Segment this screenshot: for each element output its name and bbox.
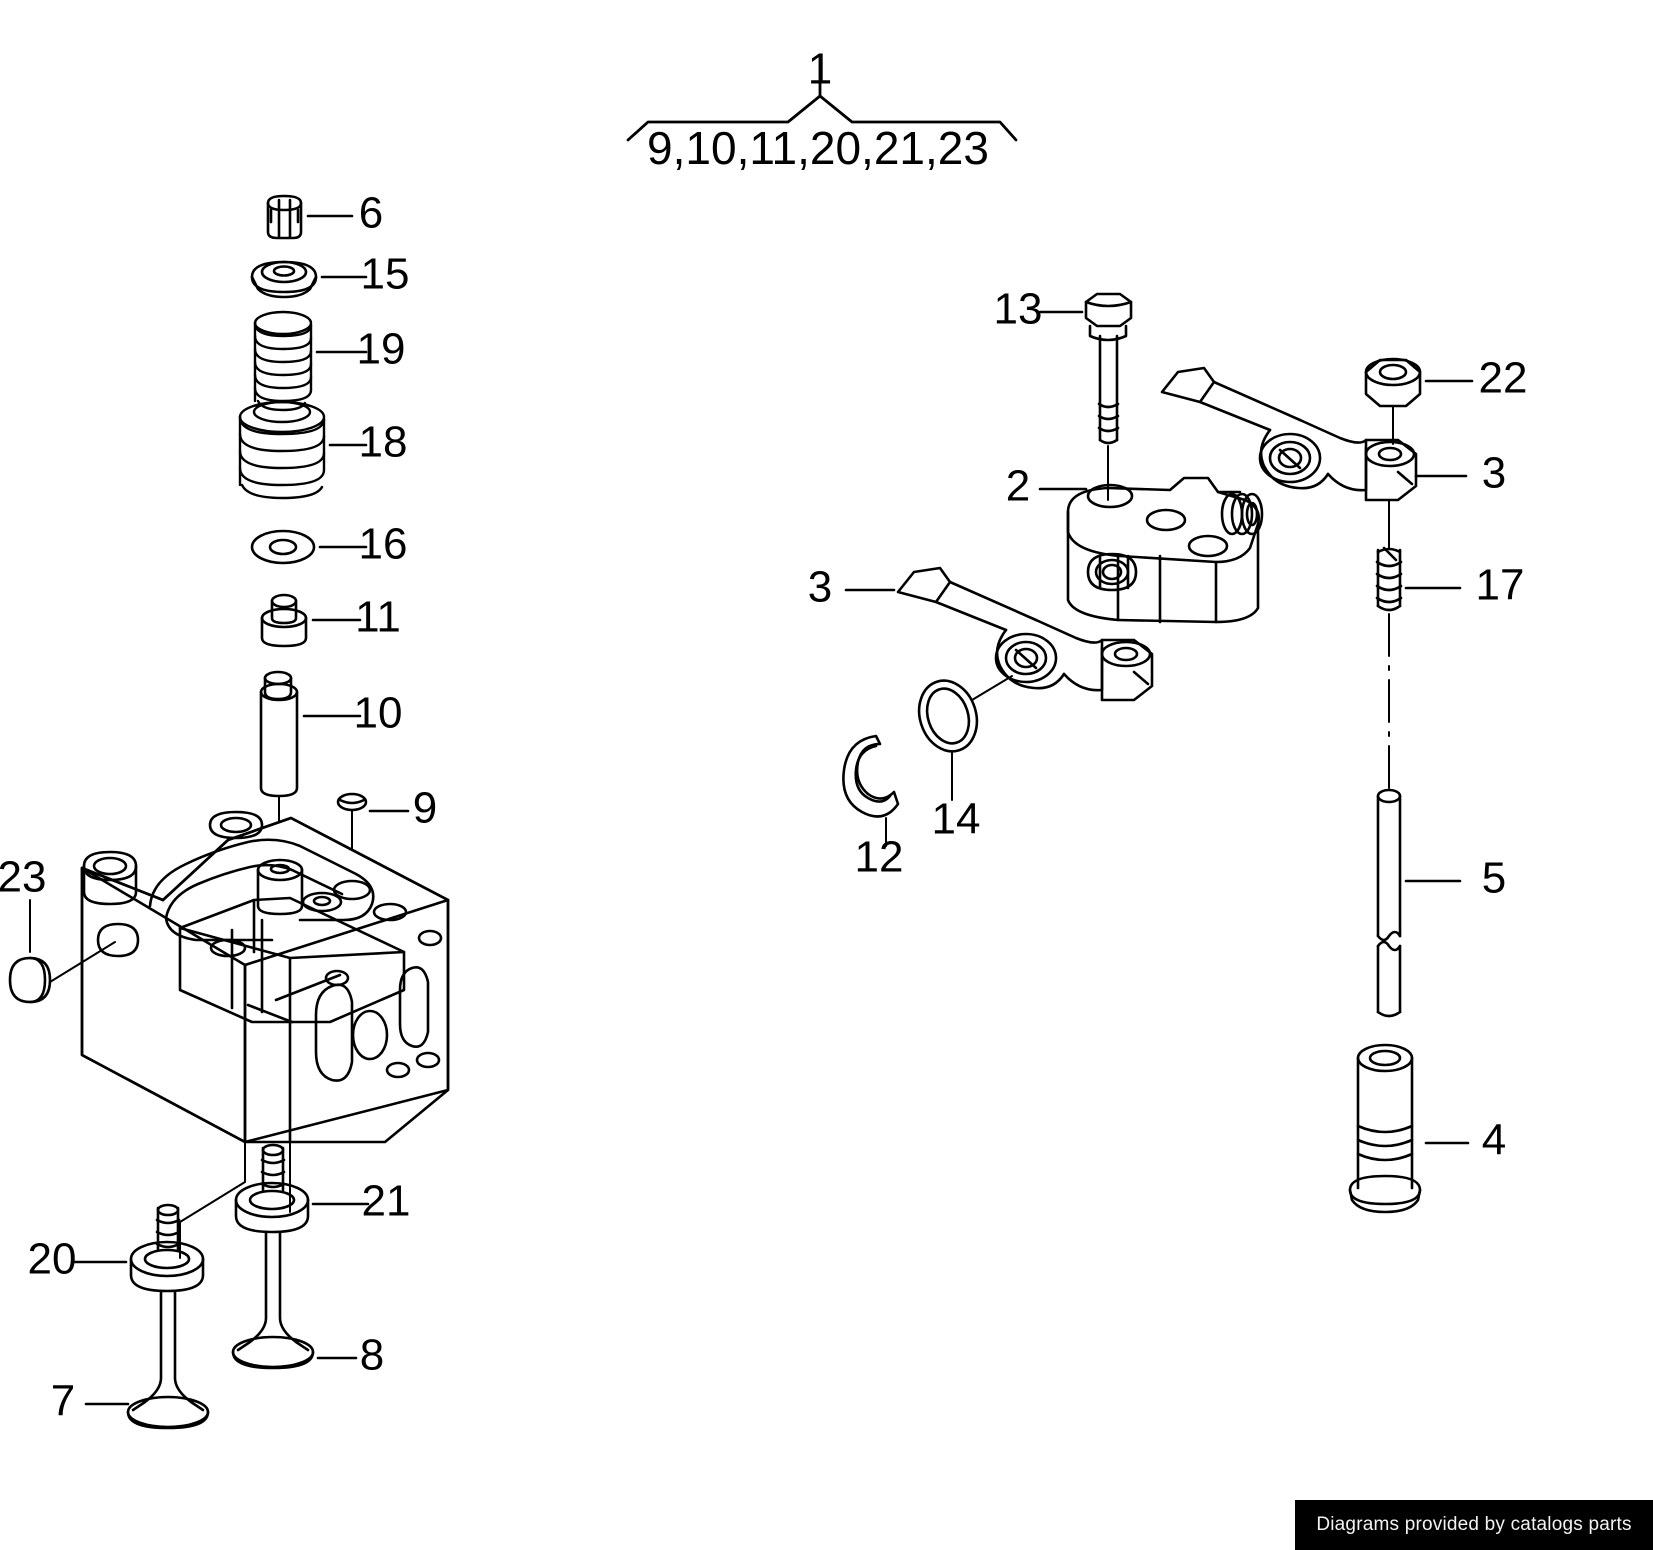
part-spring-seat-washer [250,529,316,565]
callout-2: 2 [1006,462,1030,511]
callout-23: 23 [0,853,46,902]
callout-12: 12 [855,833,904,882]
leader-14-arm [971,675,1013,701]
callout-13: 13 [994,285,1043,334]
callout-14: 14 [932,795,981,844]
part-rocker-shaft-bolt [1084,292,1133,445]
callout-3-right: 3 [1482,449,1506,498]
part-outer-spring [238,400,326,500]
callout-6: 6 [359,189,383,238]
part-valve-keeper [266,194,303,240]
part-push-rod [1376,788,1402,1018]
part-rocker-arm-left [896,566,1154,702]
callout-9: 9 [413,784,437,833]
callout-1-contents: 9,10,11,20,21,23 [647,122,989,174]
part-valve-lifter [1348,1043,1422,1214]
callout-5: 5 [1482,854,1506,903]
part-exhaust-valve-seat [234,1181,310,1234]
callout-11: 11 [355,593,401,642]
part-sealing-washer [336,792,368,812]
part-rocker-shaft-bracket [1066,476,1264,624]
part-lock-nut [1364,357,1422,408]
callout-20: 20 [28,1235,77,1284]
callout-3-left: 3 [808,563,832,612]
part-spring-retainer [250,260,318,299]
part-valve-stem-seal [260,593,308,648]
part-intake-valve-seat [129,1240,205,1293]
part-exhaust-valve [231,1143,315,1370]
assembly-bracket [626,54,1018,142]
part-adjusting-screw [1375,546,1403,612]
callout-22: 22 [1479,354,1528,403]
part-cylinder-head [80,810,450,1144]
part-thrust-washer [917,679,979,753]
callout-17: 17 [1476,561,1525,610]
leader-23-arm [49,941,116,983]
part-valve-guide [259,670,299,798]
callout-21: 21 [362,1177,411,1226]
part-circlip [842,734,900,818]
watermark-text: Diagrams provided by catalogs parts [1316,1514,1632,1535]
callout-18: 18 [359,418,408,467]
part-intake-valve [126,1203,210,1430]
callout-8: 8 [360,1331,384,1380]
callout-7: 7 [51,1377,75,1426]
callout-19: 19 [357,325,406,374]
callout-15: 15 [361,250,410,299]
part-core-plug [8,956,52,1004]
callout-4: 4 [1482,1116,1506,1165]
callout-1: 1 [808,45,832,94]
part-rocker-arm-right [1160,366,1418,502]
callout-10: 10 [354,689,403,738]
callout-labels: 1 9,10,11,20,21,23 6 15 19 18 16 11 10 9… [0,45,1527,1426]
callout-16: 16 [359,520,408,569]
watermark-banner: Diagrams provided by catalogs parts [1295,1500,1653,1550]
leader-valve7 [179,1141,246,1259]
part-inner-spring [253,310,313,412]
